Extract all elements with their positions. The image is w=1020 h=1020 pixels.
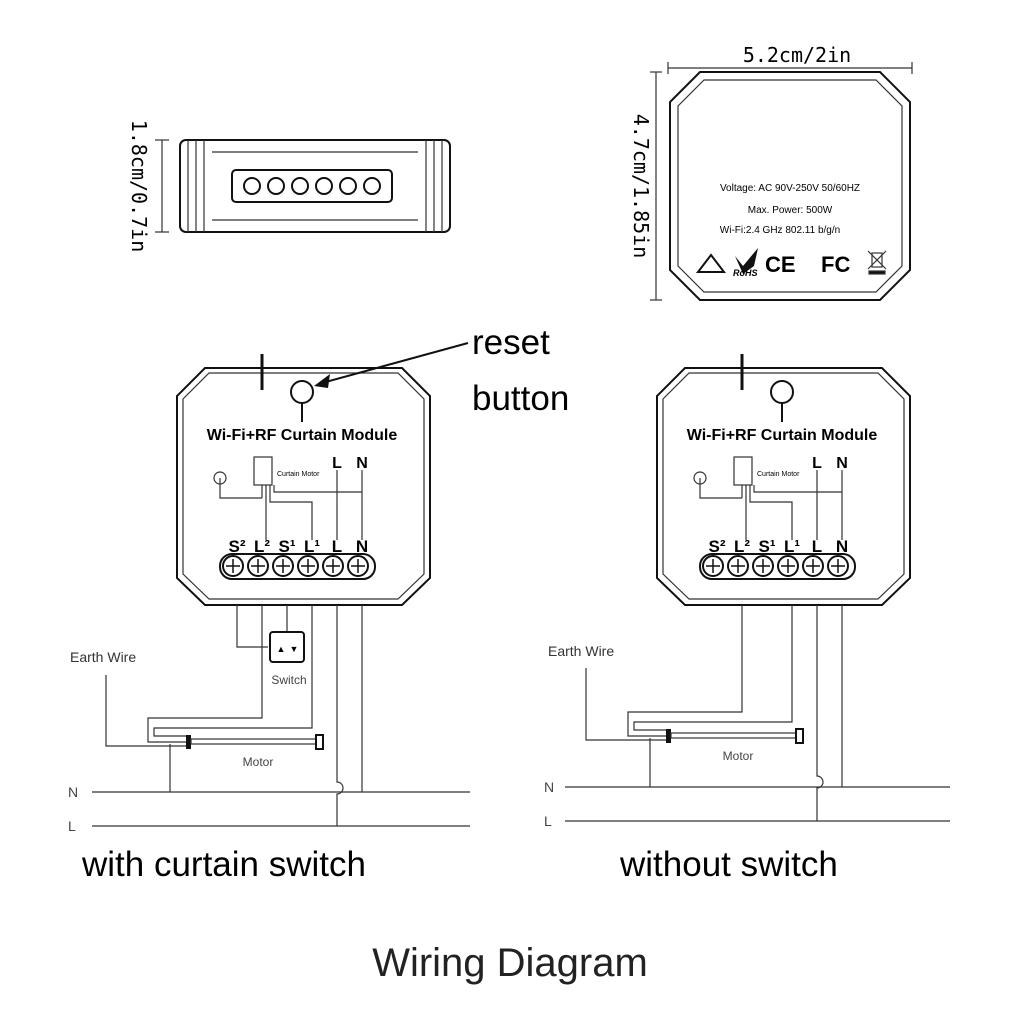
check-icon — [735, 248, 758, 274]
neutral-label: N — [836, 455, 848, 472]
reset-label: reset — [472, 323, 550, 362]
earth-wire-label: Earth Wire — [70, 649, 136, 665]
width-dimension: 5.2cm/2in — [743, 43, 851, 67]
arrow-icon — [314, 374, 330, 388]
n-line-label: N — [544, 779, 554, 795]
depth-dimension: 4.7cm/1.85in — [629, 114, 653, 259]
power-spec: Max. Power: 500W — [748, 205, 833, 216]
motor — [670, 732, 797, 739]
curtain-motor-label: Curtain Motor — [757, 471, 800, 478]
motor-label: Motor — [723, 749, 754, 763]
svg-text:S²: S² — [229, 537, 246, 556]
terminal-holes — [243, 177, 381, 195]
motor-label: Motor — [243, 755, 274, 769]
svg-text:▲: ▲ — [277, 644, 286, 654]
terminal-block — [219, 553, 376, 580]
svg-text:L²: L² — [254, 537, 270, 556]
voltage-spec: Voltage: AC 90V-250V 50/60HZ — [720, 183, 860, 194]
side-view: 1.8cm/0.7in — [127, 120, 451, 252]
line-label: L — [812, 455, 822, 472]
svg-text:▼: ▼ — [290, 644, 299, 654]
ce-mark: CE — [765, 252, 796, 277]
reset-button[interactable] — [290, 380, 314, 404]
curtain-motor-label: Curtain Motor — [277, 471, 320, 478]
module-title: Wi-Fi+RF Curtain Module — [207, 427, 398, 444]
module-title: Wi-Fi+RF Curtain Module — [687, 427, 878, 444]
svg-text:L¹: L¹ — [784, 537, 800, 556]
svg-text:L¹: L¹ — [304, 537, 320, 556]
earth-wire-label: Earth Wire — [548, 643, 614, 659]
wifi-spec: Wi-Fi:2.4 GHz 802.11 b/g/n — [720, 225, 840, 236]
weee-icon — [867, 250, 887, 275]
terminal-block — [699, 553, 856, 580]
height-dimension: 1.8cm/0.7in — [127, 120, 151, 252]
line-label: L — [332, 455, 342, 472]
neutral-label: N — [356, 455, 368, 472]
warning-icon — [695, 253, 727, 273]
page-title: Wiring Diagram — [372, 941, 648, 985]
n-line-label: N — [68, 784, 78, 800]
svg-text:N: N — [356, 537, 368, 556]
switch-label: Switch — [271, 673, 306, 687]
curtain-switch — [269, 631, 305, 663]
caption-right: without switch — [619, 845, 838, 884]
l-line-label: L — [544, 813, 552, 829]
module-with-switch: Wi-Fi+RF Curtain Module Curtain Motor L … — [68, 354, 470, 884]
rohs-mark: RoHS — [733, 268, 758, 278]
svg-text:L: L — [812, 537, 822, 556]
button-label: button — [472, 379, 569, 418]
svg-text:N: N — [836, 537, 848, 556]
svg-text:S¹: S¹ — [759, 537, 776, 556]
svg-text:S¹: S¹ — [279, 537, 296, 556]
svg-text:L: L — [332, 537, 342, 556]
module-without-switch: Wi-Fi+RF Curtain Module Curtain Motor L … — [544, 354, 950, 884]
svg-text:S²: S² — [709, 537, 726, 556]
fcc-mark: FC — [821, 252, 850, 277]
motor — [190, 738, 317, 745]
reset-button[interactable] — [770, 380, 794, 404]
svg-text:L²: L² — [734, 537, 750, 556]
caption-left: with curtain switch — [81, 845, 366, 884]
top-view: 5.2cm/2in 4.7cm/1.85in Voltage: AC 90V-2… — [629, 43, 913, 301]
l-line-label: L — [68, 818, 76, 834]
